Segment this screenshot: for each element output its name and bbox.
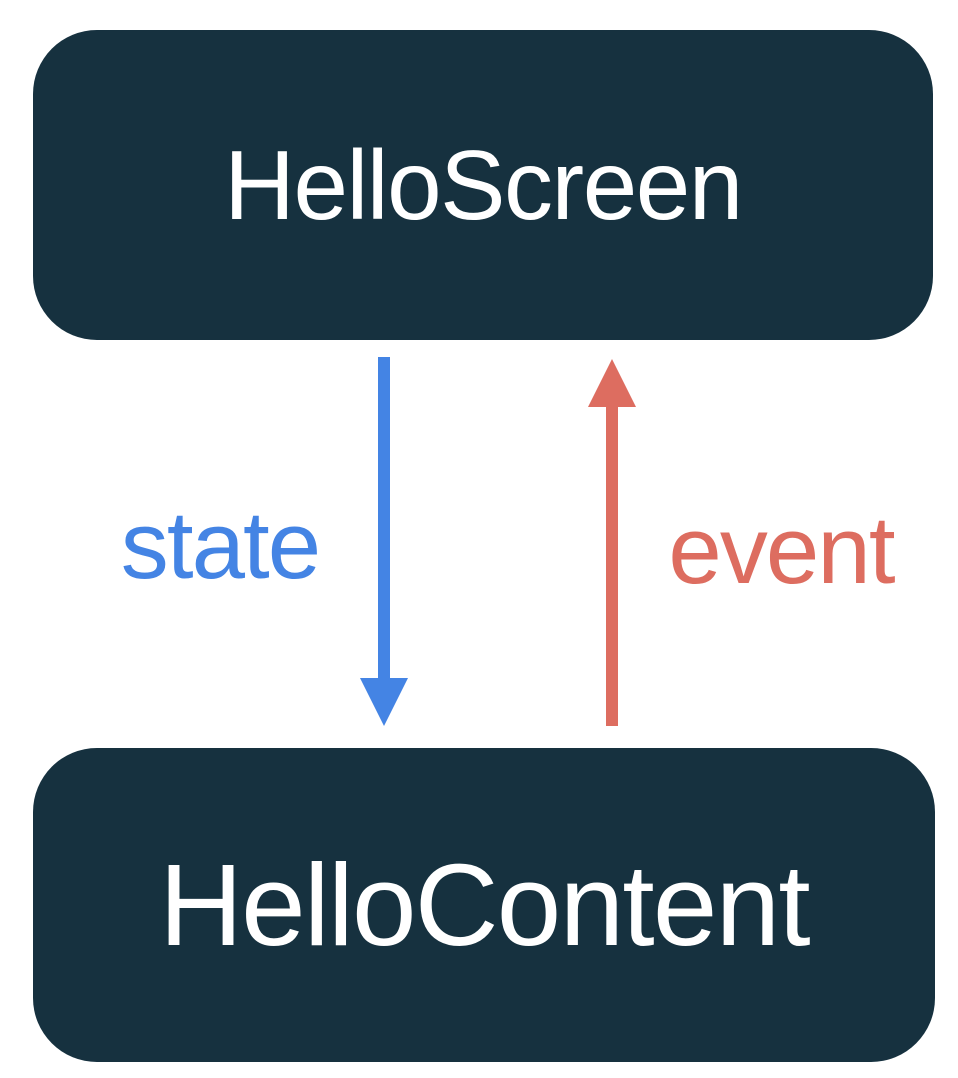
helloscreen-node: HelloScreen (33, 30, 933, 340)
event-arrow-shaft (606, 405, 618, 726)
state-flow-label: state (120, 492, 321, 599)
state-arrow-head (360, 678, 408, 726)
state-arrow-shaft (378, 357, 390, 683)
state-arrow-down-icon (360, 357, 408, 726)
event-arrow-head (588, 359, 636, 407)
event-flow-label: event (668, 497, 895, 604)
hellocontent-node: HelloContent (33, 748, 935, 1062)
helloscreen-label: HelloScreen (224, 129, 743, 240)
hellocontent-label: HelloContent (159, 840, 810, 970)
event-arrow-up-icon (588, 359, 636, 726)
